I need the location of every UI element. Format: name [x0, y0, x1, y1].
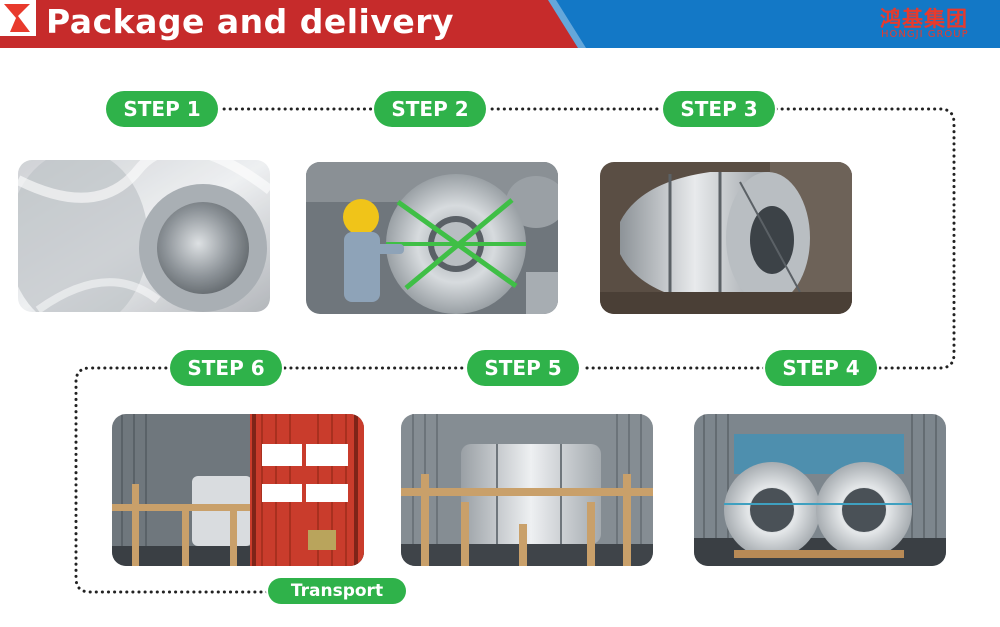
transport-label: Transport [268, 578, 406, 604]
step-3-label: STEP 3 [663, 91, 775, 127]
step-5-photo [401, 414, 653, 566]
step-1-label: STEP 1 [106, 91, 218, 127]
header-background [0, 0, 1000, 48]
step-2-label: STEP 2 [374, 91, 486, 127]
step-1-photo [18, 160, 270, 312]
step-4-photo [694, 414, 946, 566]
logo-text-chinese: 鸿基集团 [880, 7, 968, 31]
step-5-label: STEP 5 [467, 350, 579, 386]
company-logo-icon [0, 0, 36, 36]
step-2-photo [306, 162, 558, 314]
logo-text-english: HONGJI GROUP [881, 29, 969, 40]
step-6-photo [112, 414, 364, 566]
header-banner: Package and delivery 鸿基集团 HONGJI GROUP [0, 0, 1000, 48]
step-6-label: STEP 6 [170, 350, 282, 386]
page-title: Package and delivery [46, 2, 455, 41]
step-4-label: STEP 4 [765, 350, 877, 386]
step-3-photo [600, 162, 852, 314]
